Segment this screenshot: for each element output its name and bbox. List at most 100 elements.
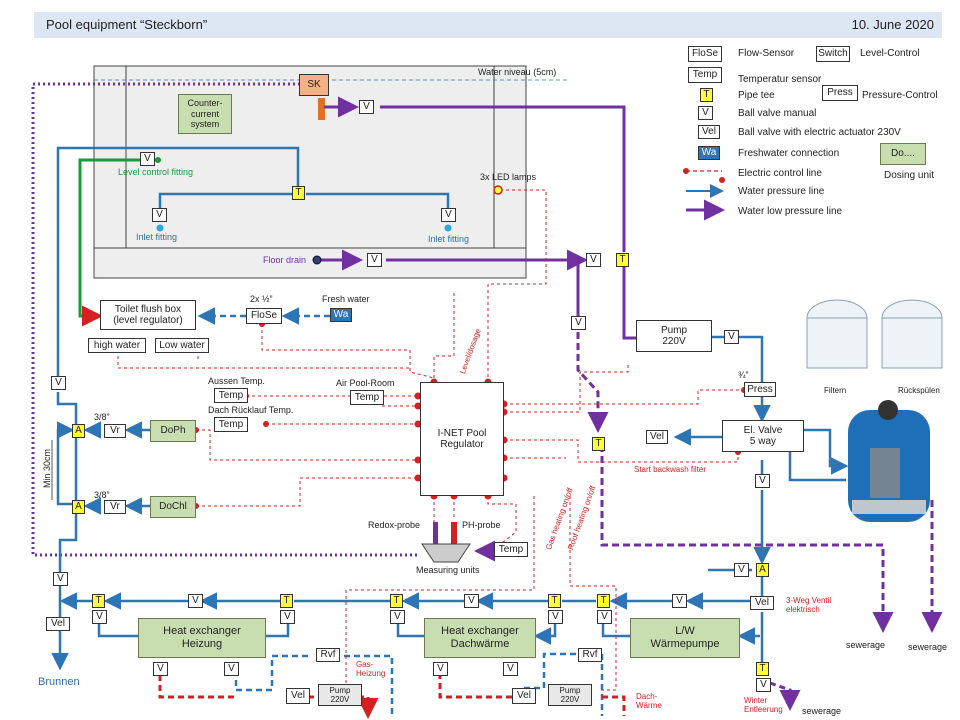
valve-lw-in[interactable]: V	[672, 594, 687, 608]
fresh-water-connection: Wa	[330, 308, 352, 322]
inlet-fitting-right-label: Inlet fitting	[428, 234, 470, 244]
vr-bottom: Vr	[104, 500, 126, 514]
measuring-units-label: Measuring units	[416, 565, 480, 575]
valve-drain-down[interactable]: V	[571, 316, 586, 330]
heat-exchanger-heizung: Heat exchanger Heizung	[138, 618, 266, 658]
legend-tee: Pipe tee	[738, 90, 775, 101]
vel-backwash[interactable]: Vel	[646, 430, 668, 444]
rueckspuelen-label: Rückspülen	[898, 386, 940, 395]
valve-lw-branch[interactable]: V	[597, 610, 612, 624]
valve-floor-drain[interactable]: V	[367, 253, 382, 267]
tee-dach-left: T	[390, 594, 403, 608]
legend-temp: Temperatur sensor	[738, 74, 822, 85]
el-valve-5way: El. Valve 5 way	[722, 420, 804, 452]
winter-label: Winter Entleerung	[744, 696, 783, 715]
dach-temp-sensor: Temp	[214, 417, 248, 432]
brunnen-label: Brunnen	[38, 676, 80, 688]
page-title: Pool equipment “Steckborn”	[46, 17, 208, 32]
low-water-switch: Low water	[155, 338, 209, 353]
valve-skimmer[interactable]: V	[359, 100, 374, 114]
valve-heizung-left-branch[interactable]: V	[92, 610, 107, 624]
gas-heizung-label: Gas- Heizung	[356, 660, 386, 679]
vr-top: Vr	[104, 424, 126, 438]
dach-temp-label: Dach Rücklauf Temp.	[208, 405, 294, 415]
three-quarter-label: ¾”	[738, 370, 749, 380]
floor-drain-label: Floor drain	[263, 255, 307, 265]
valve-level-fitting[interactable]: V	[140, 152, 155, 166]
vel-heizung[interactable]: Vel	[286, 688, 310, 704]
legend-vel: Ball valve with electric actuator 230V	[738, 127, 901, 138]
three-eighths-top: 3/8”	[94, 412, 110, 422]
legend-temp-symbol: Temp	[688, 67, 722, 83]
pool-basin	[93, 65, 527, 279]
tee-heizung: T	[280, 594, 293, 608]
return-temp-sensor: Temp	[494, 542, 528, 557]
valve-heizung-branch[interactable]: V	[280, 610, 295, 624]
vel-brunnen[interactable]: Vel	[46, 617, 70, 631]
pressure-control: Press	[744, 382, 776, 397]
valve-pump-out[interactable]: V	[724, 330, 739, 344]
two-half-inch-label: 2x ½”	[250, 294, 273, 304]
valve-dach-out-1[interactable]: V	[433, 662, 448, 676]
lw-heat-pump: L/W Wärmepumpe	[630, 618, 740, 658]
legend-v-symbol: V	[698, 106, 713, 120]
valve-winter[interactable]: V	[756, 678, 771, 692]
flow-sensor: FloSe	[246, 308, 282, 324]
valve-heizung-out-2[interactable]: V	[224, 662, 239, 676]
vel-dach[interactable]: Vel	[512, 688, 536, 704]
rvf-dach: Rvf	[578, 648, 602, 662]
dreiweg-label: 3-Weg Ventil elektrisch	[786, 596, 832, 615]
rvf-heizung: Rvf	[316, 648, 340, 662]
valve-dach-left-branch[interactable]: V	[390, 610, 405, 624]
valve-dach-out-2[interactable]: V	[503, 662, 518, 676]
air-pool-label: Air Pool-Room	[336, 378, 395, 388]
pump-dach: Pump 220V	[548, 684, 592, 706]
three-eighths-bottom: 3/8”	[94, 490, 110, 500]
legend-flose: Flow-Sensor	[738, 48, 795, 59]
valve-heizung-out-1[interactable]: V	[153, 662, 168, 676]
dach-waerme-label: Dach- Wärme	[636, 692, 662, 711]
legend-switch: Level-Control	[860, 48, 920, 59]
legend-switch-symbol: Switch	[816, 46, 850, 62]
start-backwash-label: Start backwash filter	[634, 465, 707, 474]
legend-do: Dosing unit	[884, 170, 935, 181]
main-pump: Pump 220V	[636, 320, 712, 352]
legend-vel-symbol: Vel	[698, 125, 720, 139]
valve-drain-main[interactable]: V	[586, 253, 601, 267]
counter-current-system: Counter- current system	[178, 94, 232, 134]
pump-heizung: Pump 220V	[318, 684, 362, 706]
valve-return-upper[interactable]: V	[51, 376, 66, 390]
valve-inlet-right[interactable]: V	[441, 208, 456, 222]
skimmer-box: SK	[299, 74, 329, 96]
dochl-unit: DoChl	[150, 496, 196, 518]
valve-filter-out[interactable]: V	[755, 474, 770, 488]
page-date: 10. June 2020	[851, 17, 934, 32]
air-pool-temp-sensor: Temp	[350, 390, 384, 405]
valve-return-main[interactable]: V	[734, 563, 749, 577]
valve-dach-mid[interactable]: V	[464, 594, 479, 608]
valve-return-left[interactable]: V	[53, 572, 68, 586]
pool-regulator: I-NET Pool Regulator	[420, 382, 504, 496]
min30-label: Min 30cm	[42, 448, 52, 488]
valve-heizung-mid[interactable]: V	[188, 594, 203, 608]
legend-wa: Freshwater connection	[738, 148, 840, 159]
legend-pressure: Water pressure line	[738, 186, 825, 197]
aussen-temp-label: Aussen Temp.	[208, 376, 265, 386]
heat-exchanger-dach: Heat exchanger Dachwärme	[424, 618, 536, 658]
vel-3way[interactable]: Vel	[750, 596, 774, 610]
legend-tee-symbol: T	[700, 88, 713, 102]
water-niveau-label: Water niveau (5cm)	[478, 67, 557, 77]
tee-a-main: A	[756, 563, 769, 577]
valve-inlet-left[interactable]: V	[152, 208, 167, 222]
tee-a-bottom: A	[72, 500, 85, 514]
valve-dach-branch[interactable]: V	[548, 610, 563, 624]
legend-do-symbol: Do....	[880, 143, 926, 165]
tee-dach: T	[548, 594, 561, 608]
tee-winter: T	[756, 662, 769, 676]
toilet-flush-box: Toilet flush box (level regulator)	[100, 300, 196, 330]
sewerage-label-2: sewerage	[908, 642, 948, 652]
legend-wa-symbol: Wa	[698, 146, 720, 160]
tee-drain: T	[616, 253, 629, 267]
